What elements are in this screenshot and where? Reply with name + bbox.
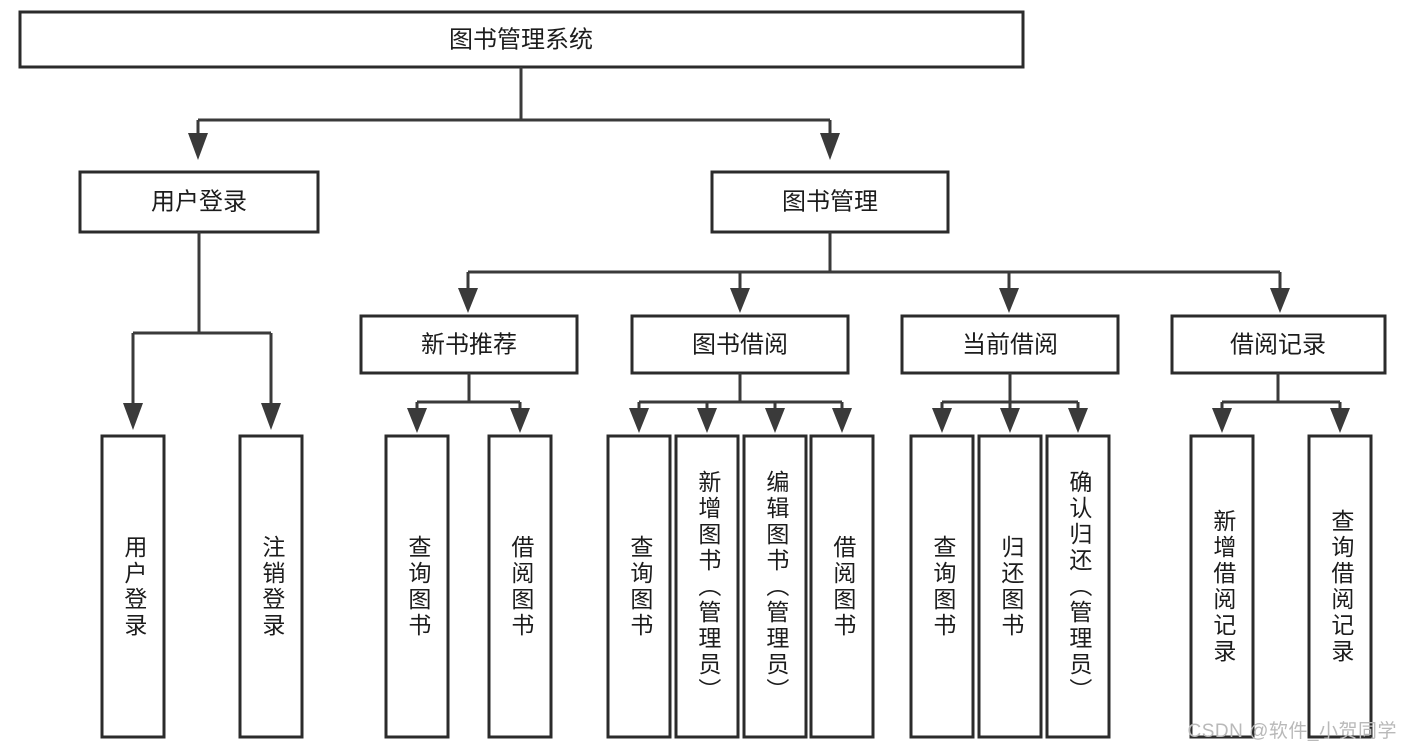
node-book-borrow[interactable]: [630, 314, 850, 375]
arrowhead-user-login-leaf-1: [123, 403, 143, 430]
arrowhead-book-borrow-leaf-4: [832, 408, 852, 433]
node-borrow-record[interactable]: [1170, 314, 1387, 375]
node-root-label: 图书管理系统: [449, 26, 593, 53]
node-leaf-edit-book[interactable]: [742, 434, 808, 739]
node-leaf-query-record[interactable]: [1307, 434, 1373, 739]
arrowhead-book-manage-child-2: [730, 288, 750, 313]
node-leaf-borrow-book-2[interactable]: [809, 434, 875, 739]
arrowhead-borrow-record-leaf-1: [1212, 408, 1232, 433]
arrowhead-book-manage-child-4: [1270, 288, 1290, 313]
node-leaf-query-book-3[interactable]: [909, 434, 975, 739]
arrowhead-user-login-leaf-2: [261, 403, 281, 430]
arrowhead-book-borrow-leaf-2: [697, 408, 717, 433]
node-book-borrow-label: 图书借阅: [692, 331, 788, 358]
node-leaf-query-book-2[interactable]: [606, 434, 672, 739]
node-leaf-add-book[interactable]: [674, 434, 740, 739]
arrowhead-new-book-leaf-2: [510, 408, 530, 433]
node-book-manage[interactable]: [710, 170, 950, 234]
arrowhead-new-book-leaf-1: [407, 408, 427, 433]
arrowhead-current-borrow-leaf-2: [1000, 408, 1020, 433]
node-current-borrow-label: 当前借阅: [962, 331, 1058, 358]
node-leaf-borrow-book-1[interactable]: [487, 434, 553, 739]
node-leaf-confirm-return[interactable]: [1045, 434, 1111, 739]
csdn-watermark: CSDN @软件_小贺同学: [1187, 721, 1397, 742]
arrowhead-book-borrow-leaf-1: [629, 408, 649, 433]
node-user-login-label: 用户登录: [151, 188, 247, 215]
arrowhead-current-borrow-leaf-3: [1068, 408, 1088, 433]
arrowhead-book-manage-child-1: [458, 288, 478, 313]
arrowhead-current-borrow-leaf-1: [932, 408, 952, 433]
arrowhead-root-to-user-login: [188, 133, 208, 160]
node-new-book-recommend-label: 新书推荐: [421, 331, 517, 358]
node-root-book-management-system[interactable]: [18, 10, 1025, 69]
node-leaf-return-book[interactable]: [977, 434, 1043, 739]
arrowhead-root-to-book-manage: [820, 133, 840, 160]
node-leaf-query-book-1[interactable]: [384, 434, 450, 739]
node-new-book-recommend[interactable]: [359, 314, 579, 375]
node-book-manage-label: 图书管理: [782, 188, 878, 215]
arrowhead-book-manage-child-3: [999, 288, 1019, 313]
node-current-borrow[interactable]: [900, 314, 1120, 375]
node-leaf-user-login[interactable]: [100, 434, 166, 739]
arrowhead-book-borrow-leaf-3: [765, 408, 785, 433]
node-borrow-record-label: 借阅记录: [1230, 331, 1326, 358]
node-leaf-add-record[interactable]: [1189, 434, 1255, 739]
arrowhead-borrow-record-leaf-2: [1330, 408, 1350, 433]
node-leaf-user-logout[interactable]: [238, 434, 304, 739]
